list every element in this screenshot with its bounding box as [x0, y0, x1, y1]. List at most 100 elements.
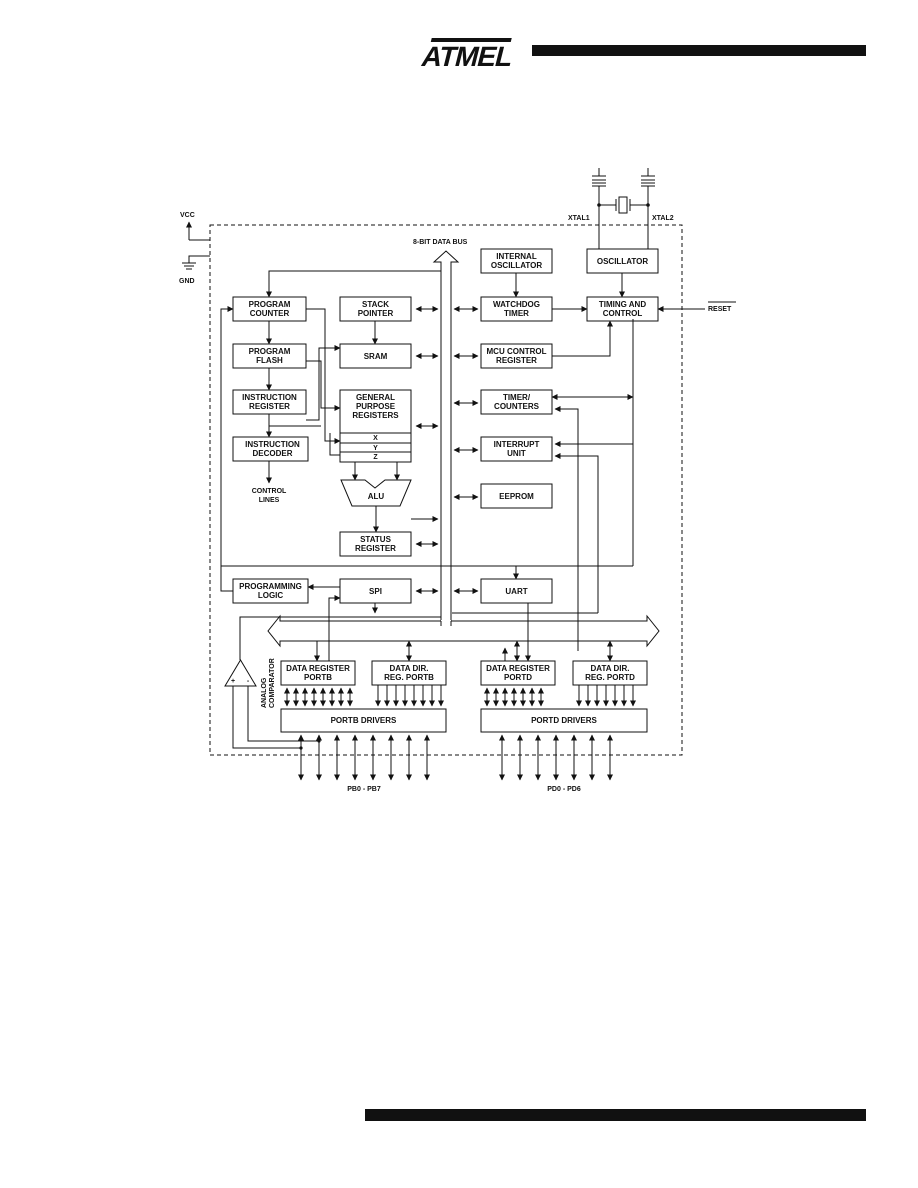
svg-text:INSTRUCTION: INSTRUCTION: [242, 393, 297, 402]
svg-text:REGISTERS: REGISTERS: [352, 411, 399, 420]
gnd-label: GND: [179, 278, 195, 285]
svg-text:UNIT: UNIT: [507, 449, 526, 458]
svg-text:PORTD: PORTD: [504, 673, 532, 682]
svg-text:COUNTER: COUNTER: [250, 309, 290, 318]
svg-text:UART: UART: [505, 587, 527, 596]
svg-text:SRAM: SRAM: [364, 352, 388, 361]
svg-text:WATCHDOG: WATCHDOG: [493, 300, 540, 309]
wire: [513, 565, 633, 580]
svg-text:CONTROL: CONTROL: [603, 309, 643, 318]
svg-text:PURPOSE: PURPOSE: [356, 402, 396, 411]
timing-control-block: TIMING AND CONTROL: [586, 296, 659, 322]
svg-text:DATA REGISTER: DATA REGISTER: [286, 664, 350, 673]
eeprom-block: EEPROM: [480, 483, 553, 509]
svg-text:ALU: ALU: [368, 492, 385, 501]
portb-drivers-block: PORTB DRIVERS: [280, 708, 447, 733]
timer-counters-block: TIMER/ COUNTERS: [480, 389, 553, 415]
program-flash-block: PROGRAM FLASH: [232, 343, 307, 369]
wire: [329, 433, 340, 456]
wire: [247, 686, 319, 742]
sram-block: SRAM: [339, 343, 412, 369]
portd-drivers-block: PORTD DRIVERS: [480, 708, 648, 733]
svg-text:OSCILLATOR: OSCILLATOR: [597, 257, 648, 266]
vcc-label: VCC: [180, 212, 195, 219]
svg-text:POINTER: POINTER: [358, 309, 394, 318]
reg-y: Y: [373, 445, 378, 452]
xtal1-label: XTAL1: [568, 215, 590, 222]
analog-comparator: + - ANALOG COMPARATOR: [224, 658, 276, 708]
svg-text:DATA DIR.: DATA DIR.: [591, 664, 630, 673]
reset-input: RESET: [657, 301, 736, 313]
gnd-symbol: GND: [179, 255, 210, 285]
svg-text:LINES: LINES: [259, 497, 280, 504]
wire: [306, 360, 341, 411]
data-dir-portd-block: DATA DIR. REG. PORTD: [572, 660, 648, 686]
svg-text:PORTB: PORTB: [304, 673, 332, 682]
data-register-portd-block: DATA REGISTER PORTD: [480, 660, 556, 686]
footer-bar: [365, 1109, 866, 1121]
mcu-control-register-block: MCU CONTROL REGISTER: [480, 343, 553, 369]
svg-text:OSCILLATOR: OSCILLATOR: [491, 261, 542, 270]
svg-text:INTERNAL: INTERNAL: [496, 252, 537, 261]
junction-dot: [299, 746, 303, 750]
svg-text:DATA REGISTER: DATA REGISTER: [486, 664, 550, 673]
svg-text:REGISTER: REGISTER: [496, 356, 537, 365]
pb-pins-label: PB0 - PB7: [347, 786, 381, 793]
data-bus-label: 8-BIT DATA BUS: [413, 239, 468, 246]
svg-text:REGISTER: REGISTER: [355, 544, 396, 553]
data-bus: 8-BIT DATA BUS: [267, 239, 660, 648]
wire: [554, 453, 599, 613]
svg-text:LOGIC: LOGIC: [258, 591, 284, 600]
spi-block: SPI: [339, 578, 412, 604]
svg-text:STATUS: STATUS: [360, 535, 391, 544]
svg-text:DATA DIR.: DATA DIR.: [390, 664, 429, 673]
program-counter-block: PROGRAM COUNTER: [232, 296, 307, 322]
programming-logic-block: PROGRAMMING LOGIC: [232, 578, 309, 604]
svg-text:PROGRAM: PROGRAM: [249, 300, 291, 309]
svg-text:CONTROL: CONTROL: [252, 488, 287, 495]
svg-text:INSTRUCTION: INSTRUCTION: [245, 440, 300, 449]
svg-text:ANALOG: ANALOG: [261, 677, 268, 708]
stack-pointer-block: STACK POINTER: [339, 296, 412, 322]
connection-lines: [220, 270, 636, 781]
gp-registers-block: GENERAL PURPOSE REGISTERS X Y Z: [339, 389, 412, 463]
instruction-register-block: INSTRUCTION REGISTER: [232, 389, 307, 415]
instruction-decoder-block: INSTRUCTION DECODER: [232, 436, 309, 462]
svg-text:RESET: RESET: [708, 306, 732, 313]
svg-text:TIMER/: TIMER/: [503, 393, 531, 402]
reg-x: X: [373, 435, 378, 442]
svg-text:FLASH: FLASH: [256, 356, 283, 365]
svg-text:TIMER: TIMER: [504, 309, 529, 318]
svg-text:PROGRAMMING: PROGRAMMING: [239, 582, 302, 591]
svg-text:REG. PORTD: REG. PORTD: [585, 673, 635, 682]
junction-dot: [317, 739, 321, 743]
status-register-block: STATUS REGISTER: [339, 531, 412, 557]
svg-text:-: -: [247, 678, 250, 685]
vcc-symbol: VCC: [180, 212, 210, 241]
wire: [554, 406, 579, 651]
uart-block: UART: [480, 578, 553, 604]
data-register-portb-block: DATA REGISTER PORTB: [280, 660, 356, 686]
logo-text: ATMEL: [418, 41, 516, 73]
svg-text:PORTB DRIVERS: PORTB DRIVERS: [331, 716, 397, 725]
xtal2-label: XTAL2: [652, 215, 674, 222]
port-bus: [267, 614, 660, 648]
svg-text:MCU CONTROL: MCU CONTROL: [487, 347, 547, 356]
svg-text:COUNTERS: COUNTERS: [494, 402, 540, 411]
wire: [266, 270, 441, 298]
svg-text:STACK: STACK: [362, 300, 389, 309]
svg-text:TIMING AND: TIMING AND: [599, 300, 646, 309]
chip-boundary: [209, 224, 683, 756]
data-dir-portb-block: DATA DIR. REG. PORTB: [371, 660, 447, 686]
svg-text:PROGRAM: PROGRAM: [249, 347, 291, 356]
atmel-logo: ATMEL: [418, 37, 516, 73]
svg-text:COMPARATOR: COMPARATOR: [269, 658, 276, 708]
wire: [328, 595, 341, 661]
svg-text:PORTD DRIVERS: PORTD DRIVERS: [531, 716, 597, 725]
pd-pins-label: PD0 - PD6: [547, 786, 581, 793]
wire: [306, 308, 341, 444]
wire: [306, 345, 341, 421]
svg-text:INTERRUPT: INTERRUPT: [494, 440, 540, 449]
oscillator-block: OSCILLATOR: [586, 248, 659, 274]
